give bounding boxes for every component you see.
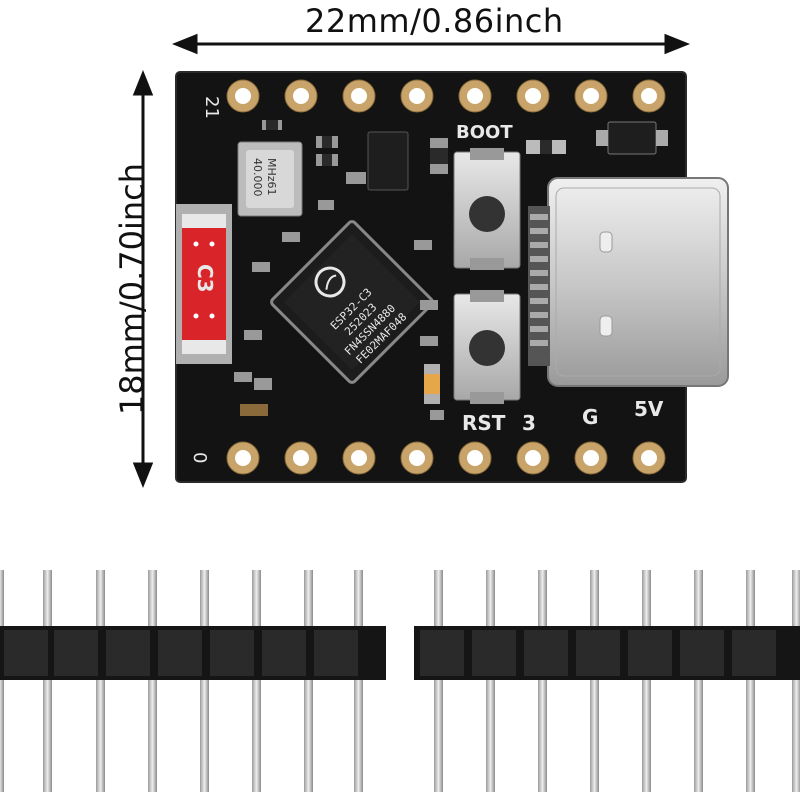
header-pin-strip-right: [414, 570, 800, 792]
5v-label: 5V: [634, 397, 664, 421]
crystal-text-1: 40.000: [251, 158, 264, 197]
smd-components: [234, 120, 668, 420]
boot-label: BOOT: [456, 122, 513, 143]
c3-badge: C3: [193, 264, 217, 293]
pin-label-21: 21: [201, 96, 222, 119]
bottom-pin-pads: [226, 441, 666, 475]
header-pin-strip-left: [0, 570, 386, 792]
width-dimension-arrow: [171, 33, 691, 55]
pin-label-3: 3: [522, 411, 536, 435]
chip-antenna: C3: [176, 204, 232, 364]
crystal-oscillator: 40.000 MHz61: [237, 141, 303, 217]
height-dimension-arrow: [132, 69, 154, 489]
rst-button: [453, 290, 521, 404]
usb-c-port: [528, 177, 729, 387]
pin-label-0: 0: [189, 452, 210, 463]
top-pin-pads: [226, 79, 666, 113]
rst-label: RST: [462, 411, 506, 435]
boot-button: [453, 148, 521, 270]
espressif-logo-icon: [314, 266, 346, 298]
esp32-chip: [270, 220, 434, 384]
crystal-text-2: MHz61: [265, 158, 278, 196]
width-dimension-label: 22mm/0.86inch: [305, 2, 564, 40]
gnd-label: G: [582, 405, 598, 429]
